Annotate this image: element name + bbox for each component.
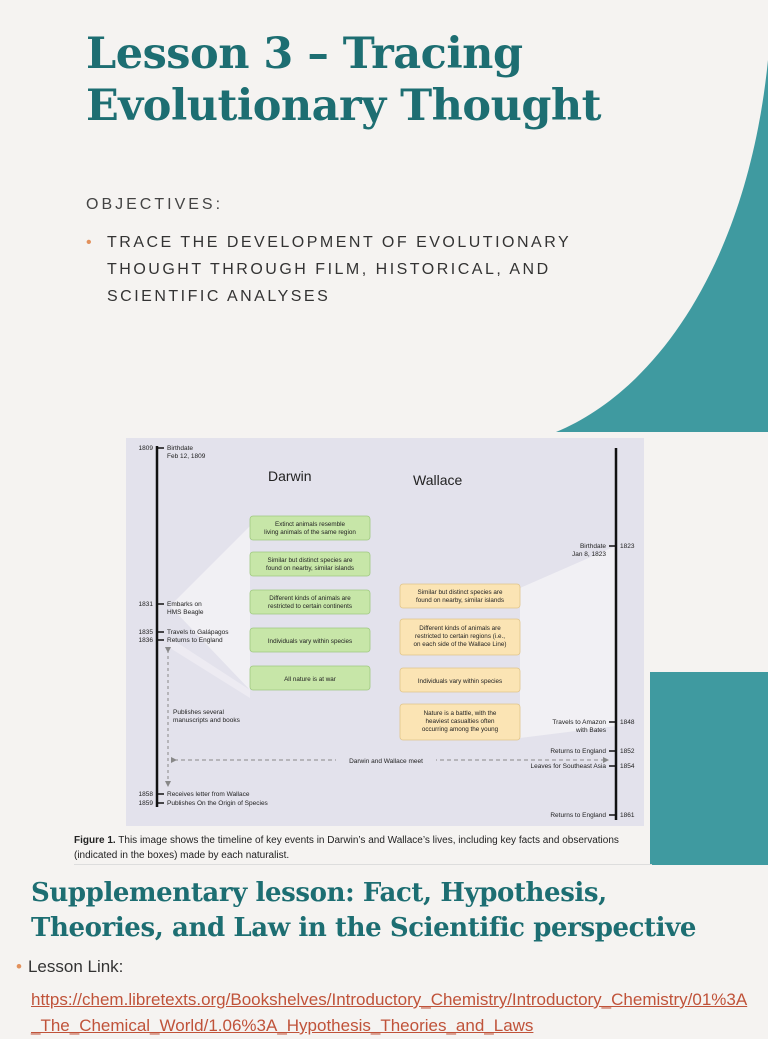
wallace-year-amazon: 1848 <box>620 719 635 726</box>
wallace-seasia-label: Leaves for Southeast Asia <box>530 763 606 770</box>
wallace-box <box>399 583 521 609</box>
wallace-box-text: on each side of the Wallace Line) <box>414 641 507 648</box>
wallace-amazon-label-2: with Bates <box>575 727 607 734</box>
wallace-shade <box>520 546 616 738</box>
darwin-shade <box>170 526 250 690</box>
timeline-figure: 1809 1831 1835 1836 1858 1859 Birthdate … <box>126 438 644 826</box>
darwin-box <box>249 551 371 577</box>
wallace-box-text: Similar but distinct species are <box>417 589 503 596</box>
wallace-year-birth: 1823 <box>620 543 635 550</box>
darwin-year-galapagos: 1835 <box>139 629 154 636</box>
darwin-observation-boxes: Extinct animals resemble living animals … <box>249 515 371 691</box>
darwin-box-text: living animals of the same region <box>264 529 356 536</box>
objective-text: TRACE THE DEVELOPMENT OF EVOLUTIONARY TH… <box>107 234 571 305</box>
darwin-box-text: found on nearby, similar islands <box>266 565 354 572</box>
lesson-link-label: Lesson Link: <box>27 957 124 976</box>
bullet-icon: • <box>16 957 22 976</box>
wallace-box-text: Nature is a battle, with the <box>424 710 497 717</box>
darwin-box <box>249 589 371 615</box>
wallace-final-label: Returns to England <box>550 812 606 819</box>
darwin-box-text: Similar but distinct species are <box>267 557 353 564</box>
darwin-box-text: Different kinds of animals are <box>269 595 351 602</box>
darwin-return-label: Returns to England <box>167 637 223 644</box>
meet-label: Darwin and Wallace meet <box>349 758 423 765</box>
darwin-publishes-label-1: Publishes several <box>173 709 224 716</box>
darwin-letter-label: Receives letter from Wallace <box>167 791 250 798</box>
darwin-origin-label: Publishes On the Origin of Species <box>167 800 269 807</box>
darwin-publishes-label-2: manuscripts and books <box>173 717 241 724</box>
objectives-list: • TRACE THE DEVELOPMENT OF EVOLUTIONARY … <box>86 229 576 310</box>
figure-caption-text: This image shows the timeline of key eve… <box>74 835 619 861</box>
darwin-beagle-label-1: Embarks on <box>167 601 202 608</box>
darwin-birth-label: Birthdate <box>167 445 193 452</box>
wallace-return-label: Returns to England <box>550 748 606 755</box>
wallace-box-text: found on nearby, similar islands <box>416 597 504 604</box>
figure-caption: Figure 1. This image shows the timeline … <box>74 833 654 863</box>
wallace-box-text: Different kinds of animals are <box>419 625 501 632</box>
wallace-observation-boxes: Similar but distinct species are found o… <box>399 583 521 741</box>
teal-block-decoration <box>650 672 768 865</box>
wallace-box-text: occurring among the young <box>422 726 499 733</box>
figure-caption-label: Figure 1. <box>74 835 116 846</box>
wallace-year-seasia: 1854 <box>620 763 635 770</box>
darwin-box <box>249 627 371 653</box>
wallace-amazon-label-1: Travels to Amazon <box>552 719 606 726</box>
wallace-birth-label: Birthdate <box>580 543 606 550</box>
wallace-year-return: 1852 <box>620 748 635 755</box>
supplementary-heading: Supplementary lesson: Fact, Hypothesis, … <box>31 878 696 943</box>
bullet-icon: • <box>86 234 92 251</box>
wallace-box-text: Individuals vary within species <box>418 678 502 685</box>
wallace-box-text: heaviest casualties often <box>426 718 495 725</box>
objectives-heading: OBJECTIVES: <box>86 196 224 213</box>
lesson-link-row: • Lesson Link: <box>16 957 123 977</box>
darwin-heading: Darwin <box>268 468 312 484</box>
wallace-birth-date: Jan 8, 1823 <box>572 551 606 558</box>
darwin-year-birth: 1809 <box>139 445 154 452</box>
darwin-box-text: All nature is at war <box>284 676 336 683</box>
darwin-box-text: Extinct animals resemble <box>275 521 345 528</box>
darwin-year-beagle: 1831 <box>139 601 154 608</box>
wallace-box <box>399 667 521 693</box>
objective-item: • TRACE THE DEVELOPMENT OF EVOLUTIONARY … <box>86 229 576 310</box>
darwin-box <box>249 515 371 541</box>
wallace-box <box>399 618 521 656</box>
wallace-box <box>399 703 521 741</box>
darwin-box-text: restricted to certain continents <box>268 603 352 610</box>
darwin-year-origin: 1859 <box>139 800 154 807</box>
darwin-year-letter: 1858 <box>139 791 154 798</box>
wallace-year-final: 1861 <box>620 812 635 819</box>
lesson-link[interactable]: https://chem.libretexts.org/Bookshelves/… <box>31 990 748 1035</box>
page-title: Lesson 3 – Tracing Evolutionary Thought <box>86 29 602 131</box>
darwin-shade-2 <box>170 638 250 698</box>
caption-divider <box>74 864 652 865</box>
wallace-heading: Wallace <box>413 472 462 488</box>
wallace-box-text: restricted to certain regions (i.e., <box>415 633 505 640</box>
darwin-year-return: 1836 <box>139 637 154 644</box>
darwin-box <box>249 665 371 691</box>
teal-arc-decoration <box>556 60 768 432</box>
darwin-galapagos-label: Travels to Galápagos <box>167 629 229 636</box>
darwin-box-text: Individuals vary within species <box>268 638 352 645</box>
timeline-diagram: 1809 1831 1835 1836 1858 1859 Birthdate … <box>139 445 635 820</box>
darwin-beagle-label-2: HMS Beagle <box>167 609 204 616</box>
darwin-birth-date: Feb 12, 1809 <box>167 453 206 460</box>
